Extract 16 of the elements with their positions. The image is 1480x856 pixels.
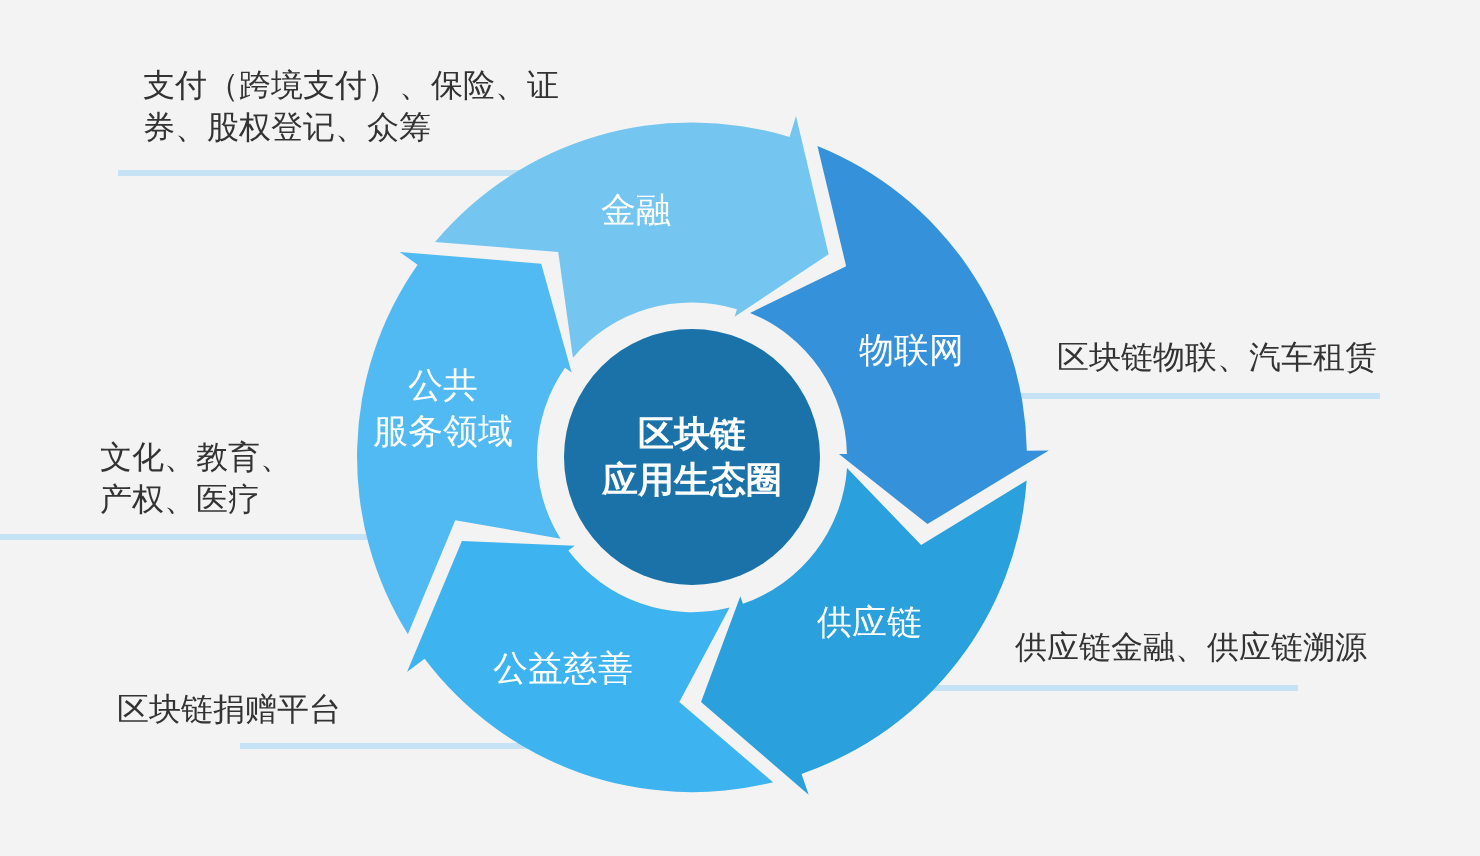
arrow-segment (435, 115, 829, 358)
segment-label: 公益慈善 (493, 647, 633, 690)
segment-label: 物联网 (859, 329, 965, 372)
note-text: 区块链捐赠平台 (117, 689, 342, 730)
note-text: 文化、教育、产权、医疗 (100, 437, 293, 520)
segment-label: 服务领域 (373, 410, 513, 453)
note-text: 区块链物联、汽车租赁 (1057, 337, 1378, 378)
segment-label: 供应链 (817, 601, 923, 644)
note-text: 支付（跨境支付）、保险、证券、股权登记、众筹 (143, 65, 560, 148)
center-title: 应用生态圈 (602, 458, 782, 502)
segment-label: 金融 (601, 189, 671, 232)
arrow-segment (357, 252, 572, 635)
note-text: 供应链金融、供应链溯源 (1015, 627, 1368, 668)
center-title: 区块链 (638, 412, 746, 456)
arrow-segment (406, 540, 774, 792)
segment-label: 公共 (408, 364, 478, 407)
